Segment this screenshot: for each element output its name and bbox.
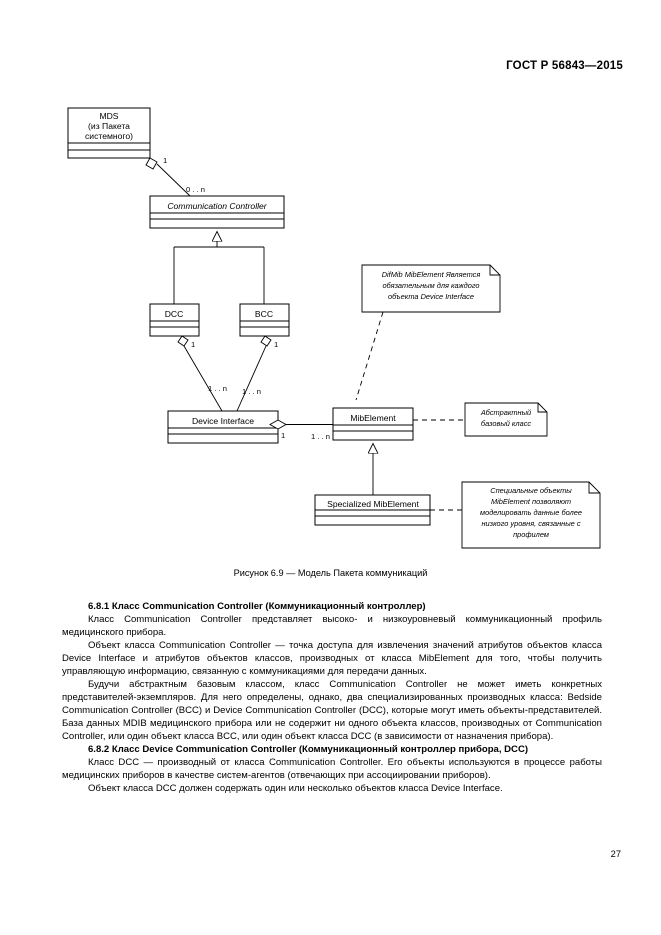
multiplicity-mds-end: 1 bbox=[163, 156, 167, 165]
paragraph-1: Класс Communication Controller представл… bbox=[62, 614, 602, 638]
paragraph-3: Будучи абстрактным базовым классом, клас… bbox=[62, 679, 602, 742]
class-box-mds: MDS (из Пакета системного) bbox=[67, 107, 151, 159]
association-device-interface-mib: 1 1 . . n bbox=[269, 419, 333, 441]
note-special-line5: профилем bbox=[513, 530, 549, 539]
note-special-line3: моделировать данные более bbox=[480, 508, 582, 517]
page-number: 27 bbox=[610, 849, 621, 859]
heading-6-8-1: 6.8.1 Класс Communication Controller (Ко… bbox=[88, 601, 426, 612]
paragraph-2: Объект класса Communication Controller —… bbox=[62, 640, 602, 677]
standard-header: ГОСТ Р 56843—2015 bbox=[506, 60, 623, 72]
note-abstract-base-class: Абстрактный базовый класс bbox=[413, 402, 548, 437]
class-box-communication-controller: Communication Controller bbox=[149, 195, 285, 229]
class-name-mib-element: MibElement bbox=[350, 413, 396, 423]
note-difmib: DifMib MibElement Является обязательным … bbox=[355, 264, 501, 401]
paragraph-4: Класс DCC — производный от класса Commun… bbox=[62, 757, 602, 781]
note-difmib-line1: DifMib MibElement Является bbox=[382, 270, 481, 279]
class-name-dcc: DCC bbox=[165, 309, 184, 319]
note-special-line1: Специальные объекты bbox=[490, 486, 572, 495]
heading-6-8-2: 6.8.2 Класс Device Communication Control… bbox=[88, 744, 529, 755]
note-special-line2: MibElement позволяют bbox=[491, 497, 571, 506]
note-abstract-line1: Абстрактный bbox=[480, 408, 531, 417]
multiplicity-bcc-end: 1 bbox=[274, 340, 278, 349]
multiplicity-mib-end: 1 . . n bbox=[311, 432, 330, 441]
multiplicity-di-agg-end: 1 bbox=[281, 431, 285, 440]
multiplicity-dcc-end: 1 bbox=[191, 340, 195, 349]
class-name-communication-controller: Communication Controller bbox=[167, 201, 267, 211]
note-special-mib-objects: Специальные объекты MibElement позволяют… bbox=[430, 481, 601, 549]
class-name-device-interface: Device Interface bbox=[192, 416, 254, 426]
association-dcc-device-interface: 1 1 . . n bbox=[177, 335, 227, 412]
association-mds-cc: 1 0 . . n bbox=[145, 156, 205, 197]
body-text: 6.8.1 Класс Communication Controller (Ко… bbox=[62, 600, 602, 795]
class-box-dcc: DCC bbox=[149, 303, 200, 337]
uml-class-diagram: MDS (из Пакета системного) 1 0 . . n Com… bbox=[0, 95, 661, 565]
class-name-specialized-mib-element: Specialized MibElement bbox=[327, 499, 419, 509]
paragraph-5: Объект класса DCC должен содержать один … bbox=[88, 783, 503, 794]
note-abstract-line2: базовый класс bbox=[481, 419, 531, 428]
association-bcc-device-interface: 1 1 . . n bbox=[236, 335, 278, 412]
note-special-line4: низкого уровня, связанные с bbox=[481, 519, 580, 528]
class-name-mds: MDS bbox=[99, 111, 118, 121]
multiplicity-cc-end: 0 . . n bbox=[186, 185, 205, 194]
class-box-specialized-mib-element: Specialized MibElement bbox=[314, 494, 431, 526]
class-sub1-mds: (из Пакета bbox=[88, 121, 130, 131]
class-box-device-interface: Device Interface bbox=[167, 410, 279, 444]
note-difmib-line2: обязательным для каждого bbox=[382, 281, 479, 290]
figure-caption: Рисунок 6.9 — Модель Пакета коммуникаций bbox=[233, 568, 428, 578]
note-difmib-line3: объекта Device Interface bbox=[388, 292, 474, 301]
multiplicity-di-from-dcc: 1 . . n bbox=[208, 384, 227, 393]
class-box-mib-element: MibElement bbox=[332, 407, 414, 441]
class-name-bcc: BCC bbox=[255, 309, 273, 319]
generalization-cc bbox=[173, 232, 265, 304]
class-box-bcc: BCC bbox=[239, 303, 290, 337]
multiplicity-di-from-bcc: 1 . . n bbox=[242, 387, 261, 396]
class-sub2-mds: системного) bbox=[85, 131, 133, 141]
